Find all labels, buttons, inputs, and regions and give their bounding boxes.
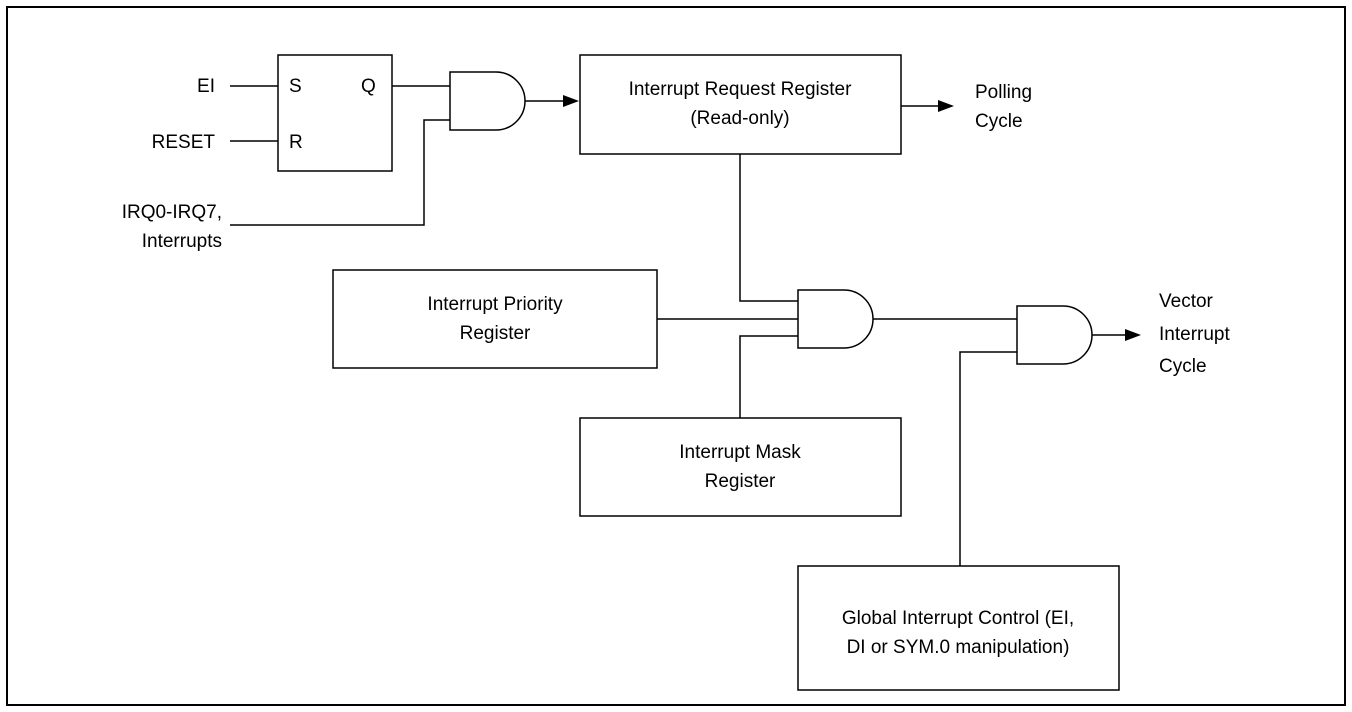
global-control-label-line2: DI or SYM.0 manipulation) xyxy=(847,637,1070,658)
request-register-label-line1: Interrupt Request Register xyxy=(629,79,853,100)
global-control-to-and3-wire xyxy=(959,351,1017,566)
and-gate-request xyxy=(449,71,526,131)
sr-flipflop-box xyxy=(277,54,393,172)
arrow-to-request-register xyxy=(563,95,579,107)
reset-label: RESET xyxy=(152,132,216,153)
irq-label-line2: Interrupts xyxy=(142,231,222,252)
priority-register-label-line1: Interrupt Priority xyxy=(427,294,563,315)
flipflop-r-label: R xyxy=(289,132,303,153)
arrow-to-polling xyxy=(938,100,954,112)
mask-register-label-line1: Interrupt Mask xyxy=(679,442,801,463)
and-gate-priority-mask xyxy=(797,289,874,349)
polling-label-line1: Polling xyxy=(975,82,1032,103)
diagram-border xyxy=(6,6,1346,706)
ei-label: EI xyxy=(197,76,215,97)
global-interrupt-control xyxy=(797,565,1120,691)
flipflop-q-label: Q xyxy=(361,76,376,97)
flipflop-s-label: S xyxy=(289,76,302,97)
request-to-and2-wire xyxy=(739,154,798,302)
polling-label-line2: Cycle xyxy=(975,111,1023,132)
arrow-to-vector-cycle xyxy=(1125,329,1141,341)
and-gate-vector xyxy=(1016,305,1093,365)
global-control-label-line1: Global Interrupt Control (EI, xyxy=(842,608,1074,629)
interrupt-mask-register xyxy=(579,417,902,517)
vector-label-line1: Vector xyxy=(1159,291,1214,312)
priority-register-label-line2: Register xyxy=(460,323,531,344)
vector-label-line3: Cycle xyxy=(1159,356,1207,377)
mask-to-and2-wire xyxy=(739,335,798,418)
request-register-label-line2: (Read-only) xyxy=(690,108,789,129)
interrupt-request-register xyxy=(579,54,902,155)
irq-label-line1: IRQ0-IRQ7, xyxy=(122,202,222,223)
vector-label-line2: Interrupt xyxy=(1159,324,1230,345)
mask-register-label-line2: Register xyxy=(705,471,776,492)
irq-wire xyxy=(230,119,450,226)
interrupt-priority-register xyxy=(332,269,658,369)
